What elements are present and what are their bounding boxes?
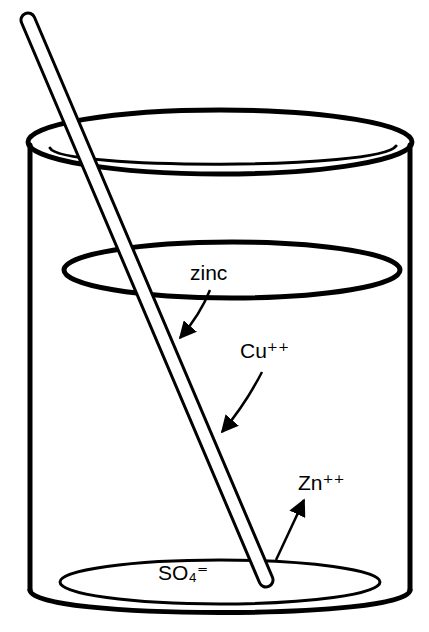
liquid-surface <box>64 242 400 298</box>
beaker-wall <box>408 145 413 590</box>
ion-label: Zn⁺⁺ <box>298 472 345 493</box>
ion-label: Cu⁺⁺ <box>240 340 289 361</box>
leader-arrow <box>180 290 210 338</box>
leader-arrow <box>222 372 262 432</box>
beaker-inner-bottom <box>60 560 380 604</box>
leader-arrow <box>276 500 304 560</box>
beaker-rim-inner <box>50 146 396 164</box>
zinc-rod <box>28 20 266 580</box>
beaker-wall <box>28 145 33 590</box>
ion-label: SO₄⁼ <box>158 562 208 583</box>
ion-label: zinc <box>190 262 227 283</box>
